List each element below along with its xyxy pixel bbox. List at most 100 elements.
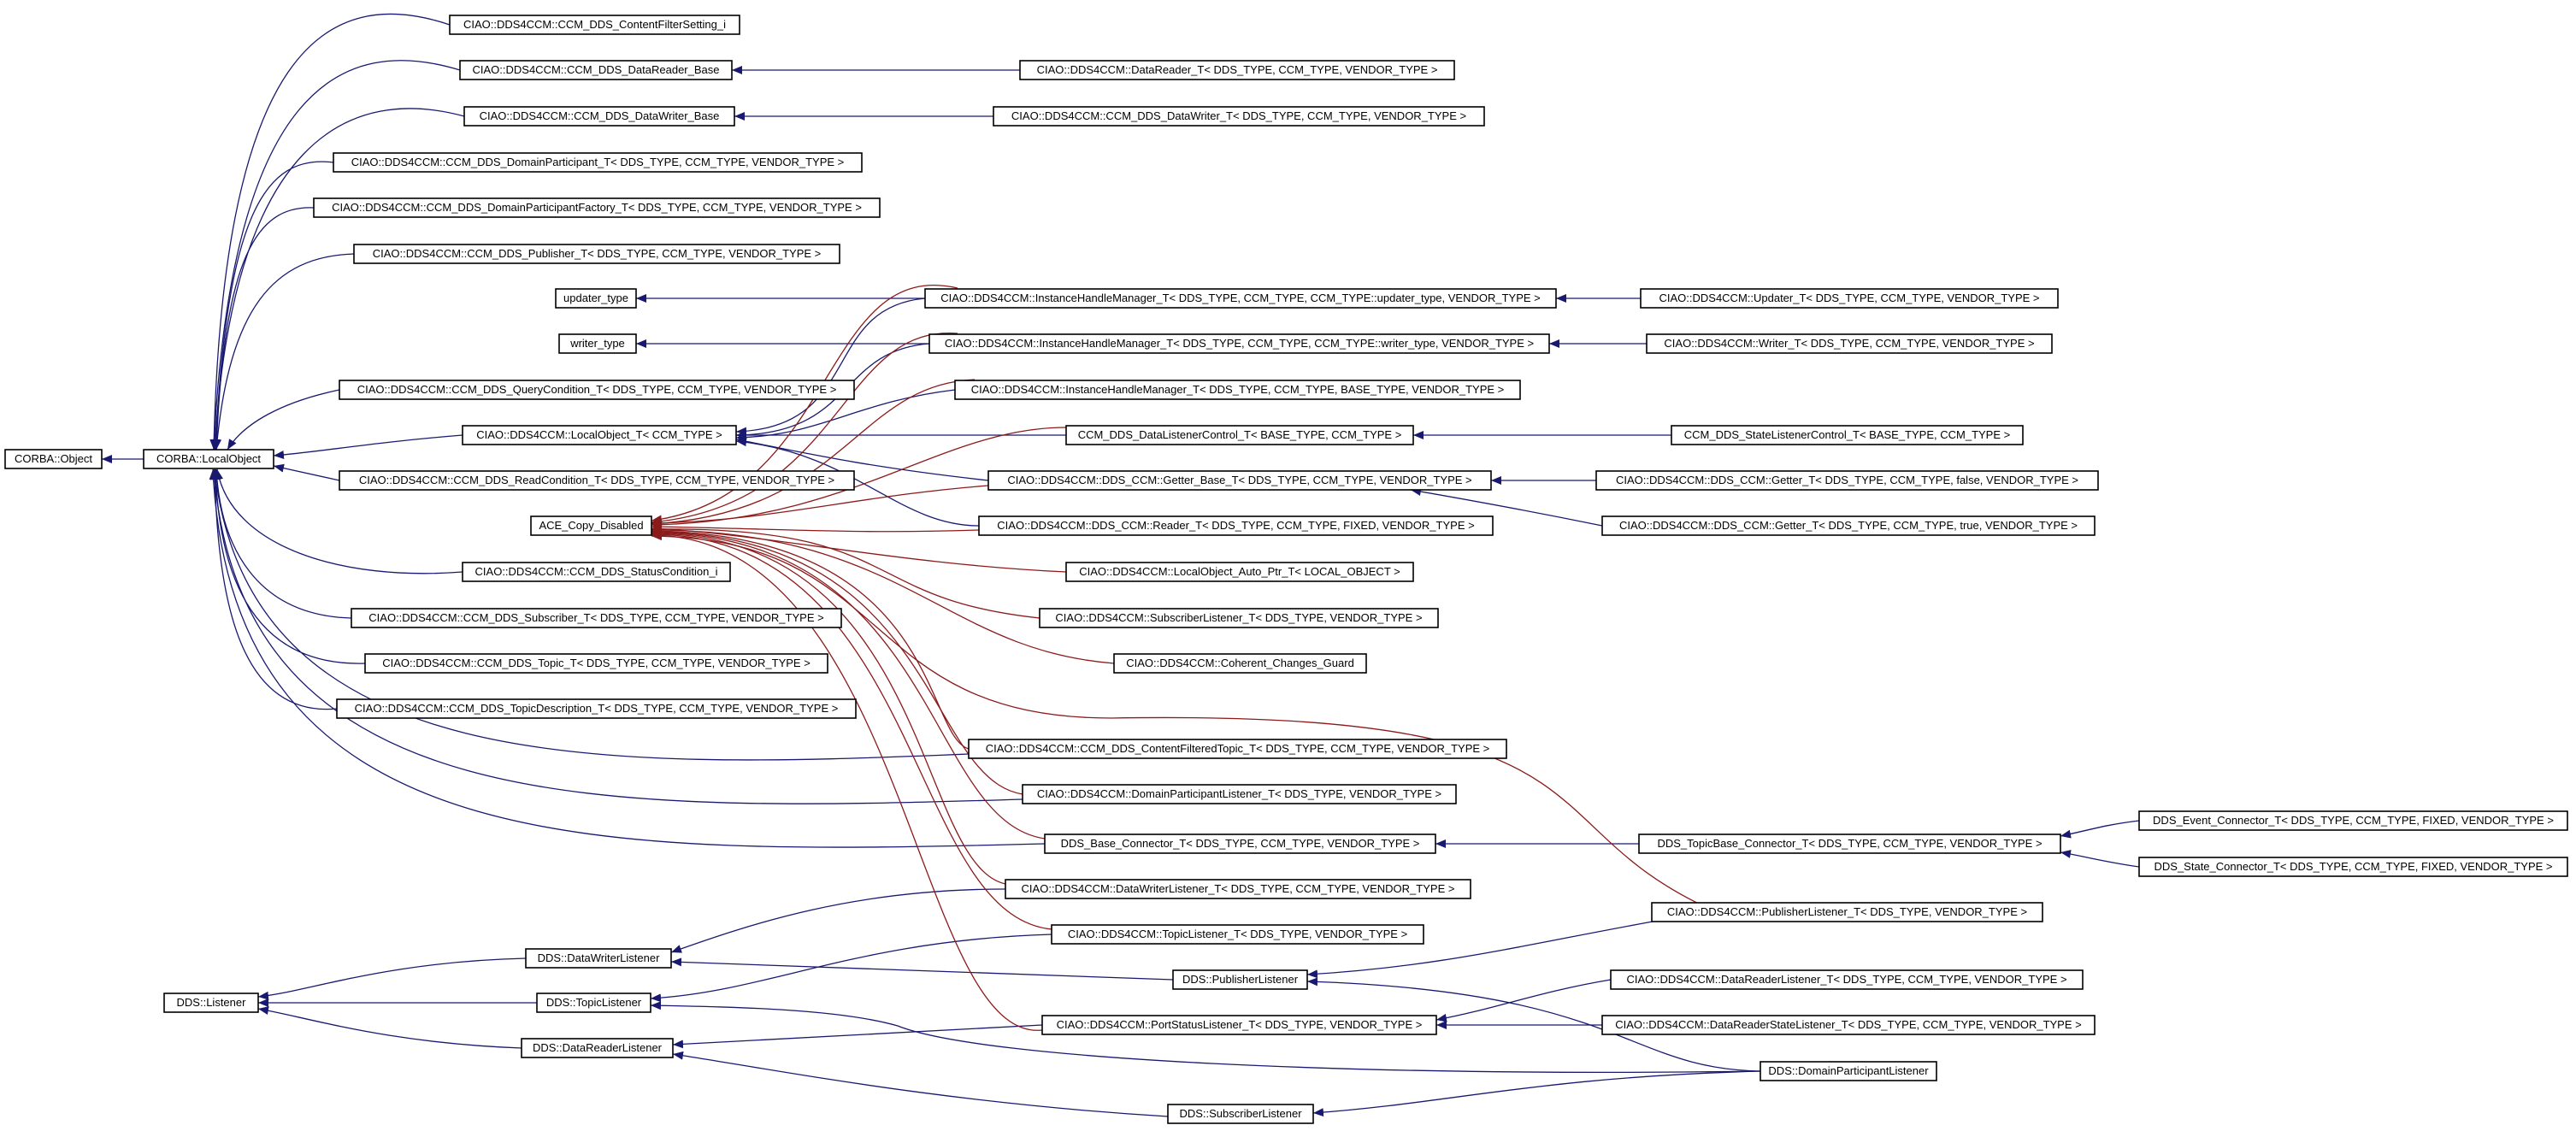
class-node-label: CIAO::DDS4CCM::Coherent_Changes_Guard	[1126, 657, 1354, 669]
edge-statuscondition	[215, 468, 463, 574]
class-node-updater-type[interactable]: updater_type	[555, 288, 637, 309]
class-node-label: CIAO::DDS4CCM::CCM_DDS_DataWriter_Base	[480, 109, 720, 122]
class-node-event-connector[interactable]: DDS_Event_Connector_T< DDS_TYPE, CCM_TYP…	[2138, 810, 2568, 831]
class-node-label: CIAO::DDS4CCM::CCM_DDS_Topic_T< DDS_TYPE…	[382, 657, 811, 669]
edge-contentfiltersetting	[209, 13, 451, 451]
class-node-reader-t[interactable]: CIAO::DDS4CCM::DDS_CCM::Reader_T< DDS_TY…	[978, 515, 1494, 536]
class-node-contentfiltersetting[interactable]: CIAO::DDS4CCM::CCM_DDS_ContentFilterSett…	[449, 15, 740, 35]
class-node-label: updater_type	[563, 292, 628, 304]
edge-subscriber	[212, 468, 352, 619]
class-node-querycondition[interactable]: CIAO::DDS4CCM::CCM_DDS_QueryCondition_T<…	[339, 380, 855, 400]
class-node-label: CIAO::DDS4CCM::Writer_T< DDS_TYPE, CCM_T…	[1664, 337, 2034, 350]
class-node-dds-subscriberlistener[interactable]: DDS::SubscriberListener	[1167, 1104, 1314, 1124]
class-node-datawriterlistener-t[interactable]: CIAO::DDS4CCM::DataWriterListener_T< DDS…	[1005, 879, 1471, 899]
class-node-label: DDS_TopicBase_Connector_T< DDS_TYPE, CCM…	[1657, 837, 2042, 850]
class-node-label: CIAO::DDS4CCM::CCM_DDS_ContentFilterSett…	[463, 18, 726, 31]
class-node-publisher[interactable]: CIAO::DDS4CCM::CCM_DDS_Publisher_T< DDS_…	[353, 244, 840, 264]
edge-datareader-base	[209, 60, 461, 451]
class-node-datawriter-base[interactable]: CIAO::DDS4CCM::CCM_DDS_DataWriter_Base	[463, 106, 735, 127]
class-node-updater-t[interactable]: CIAO::DDS4CCM::Updater_T< DDS_TYPE, CCM_…	[1640, 288, 2059, 309]
class-node-coherent-changes-guard[interactable]: CIAO::DDS4CCM::Coherent_Changes_Guard	[1113, 653, 1367, 674]
class-node-readcondition[interactable]: CIAO::DDS4CCM::CCM_DDS_ReadCondition_T< …	[339, 470, 855, 491]
class-node-datareader-base[interactable]: CIAO::DDS4CCM::CCM_DDS_DataReader_Base	[459, 60, 733, 80]
class-node-statelistenercontrol[interactable]: CCM_DDS_StateListenerControl_T< BASE_TYP…	[1671, 425, 2024, 445]
class-node-getter-true[interactable]: CIAO::DDS4CCM::DDS_CCM::Getter_T< DDS_TY…	[1601, 515, 2096, 536]
class-node-getter-base[interactable]: CIAO::DDS4CCM::DDS_CCM::Getter_Base_T< D…	[987, 470, 1492, 491]
class-node-label: CIAO::DDS4CCM::TopicListener_T< DDS_TYPE…	[1068, 928, 1407, 940]
class-node-ihm-updater[interactable]: CIAO::DDS4CCM::InstanceHandleManager_T< …	[924, 288, 1557, 309]
class-node-label: CORBA::LocalObject	[156, 452, 261, 465]
class-node-label: ACE_Copy_Disabled	[539, 519, 643, 532]
class-node-publisherlistener-t[interactable]: CIAO::DDS4CCM::PublisherListener_T< DDS_…	[1651, 902, 2043, 922]
edge-publisherlistener-t-to-ace	[651, 532, 1707, 908]
class-node-ihm-writer[interactable]: CIAO::DDS4CCM::InstanceHandleManager_T< …	[928, 333, 1550, 354]
class-node-dds-datareaderlistener[interactable]: DDS::DataReaderListener	[521, 1038, 674, 1058]
class-node-label: CIAO::DDS4CCM::Updater_T< DDS_TYPE, CCM_…	[1659, 292, 2039, 304]
edge-reader-to-ace	[651, 522, 980, 533]
class-node-datareader-t[interactable]: CIAO::DDS4CCM::DataReader_T< DDS_TYPE, C…	[1019, 60, 1455, 80]
class-node-label: CIAO::DDS4CCM::CCM_DDS_DataReader_Base	[473, 63, 720, 76]
edge-domainparticipant	[211, 161, 334, 451]
class-node-label: CIAO::DDS4CCM::DDS_CCM::Getter_T< DDS_TY…	[1616, 474, 2078, 486]
class-node-label: CIAO::DDS4CCM::DataReaderStateListener_T…	[1615, 1018, 2081, 1031]
class-node-ace-copy-disabled[interactable]: ACE_Copy_Disabled	[530, 515, 652, 536]
class-node-domainparticipantlistener-t[interactable]: CIAO::DDS4CCM::DomainParticipantListener…	[1022, 784, 1457, 804]
edge-querycondition	[227, 389, 340, 451]
edge-contentfilteredtopic	[211, 468, 970, 761]
class-node-localobject-t[interactable]: CIAO::DDS4CCM::LocalObject_T< CCM_TYPE >	[462, 425, 737, 445]
inheritance-edges	[102, 13, 2140, 1117]
class-node-corba-localobject[interactable]: CORBA::LocalObject	[143, 449, 274, 469]
edge-domainlistener-to-ddstopic	[650, 1001, 1761, 1074]
edge-getterbase-to-ace	[651, 485, 989, 527]
class-node-writer-type[interactable]: writer_type	[558, 333, 637, 354]
edge-datawriter-base	[210, 108, 465, 451]
class-node-ihm-base[interactable]: CIAO::DDS4CCM::InstanceHandleManager_T< …	[954, 380, 1521, 400]
class-node-subscriberlistener-t[interactable]: CIAO::DDS4CCM::SubscriberListener_T< DDS…	[1039, 608, 1439, 628]
edge-datareaderlistener-t-to-portstatus	[1435, 979, 1612, 1022]
edge-coherent-to-ace	[651, 526, 1115, 664]
class-node-datalistenercontrol[interactable]: CCM_DDS_DataListenerControl_T< BASE_TYPE…	[1065, 425, 1414, 445]
class-node-state-connector[interactable]: DDS_State_Connector_T< DDS_TYPE, CCM_TYP…	[2138, 857, 2568, 877]
class-node-dds-domainparticipantlistener[interactable]: DDS::DomainParticipantListener	[1760, 1061, 1937, 1081]
class-node-topiclistener-t[interactable]: CIAO::DDS4CCM::TopicListener_T< DDS_TYPE…	[1051, 924, 1424, 945]
class-node-label: DDS::Listener	[177, 996, 247, 1009]
class-node-label: CIAO::DDS4CCM::DataReader_T< DDS_TYPE, C…	[1037, 63, 1438, 76]
class-node-getter-false[interactable]: CIAO::DDS4CCM::DDS_CCM::Getter_T< DDS_TY…	[1595, 470, 2099, 491]
class-node-label: CIAO::DDS4CCM::CCM_DDS_DataWriter_T< DDS…	[1011, 109, 1466, 122]
edge-subscriberlistener-to-ddsdrl	[672, 1051, 1169, 1117]
class-node-label: DDS::DataWriterListener	[538, 951, 660, 964]
class-node-label: CIAO::DDS4CCM::InstanceHandleManager_T< …	[971, 383, 1505, 396]
class-node-contentfilteredtopic[interactable]: CIAO::DDS4CCM::CCM_DDS_ContentFilteredTo…	[968, 739, 1507, 759]
class-node-label: DDS::DataReaderListener	[533, 1041, 663, 1054]
edge-topicdescription	[210, 468, 338, 710]
class-node-portstatuslistener-t[interactable]: CIAO::DDS4CCM::PortStatusListener_T< DDS…	[1041, 1015, 1437, 1035]
class-node-corba-object[interactable]: CORBA::Object	[4, 449, 103, 469]
class-node-domainparticipant[interactable]: CIAO::DDS4CCM::CCM_DDS_DomainParticipant…	[333, 152, 863, 173]
edge-readcondition	[273, 463, 340, 481]
class-node-localobject-auto-ptr[interactable]: CIAO::DDS4CCM::LocalObject_Auto_Ptr_T< L…	[1065, 562, 1414, 582]
class-node-topicdescription[interactable]: CIAO::DDS4CCM::CCM_DDS_TopicDescription_…	[336, 698, 857, 719]
class-node-dds-datawriterlistener[interactable]: DDS::DataWriterListener	[525, 948, 672, 969]
edge-topiclistener-t-to-ace	[651, 530, 1052, 930]
class-node-datawriter-t[interactable]: CIAO::DDS4CCM::CCM_DDS_DataWriter_T< DDS…	[993, 106, 1485, 127]
class-node-topic[interactable]: CIAO::DDS4CCM::CCM_DDS_Topic_T< DDS_TYPE…	[364, 653, 828, 674]
class-node-datareaderstatelistener-t[interactable]: CIAO::DDS4CCM::DataReaderStateListener_T…	[1601, 1015, 2096, 1035]
edge-dds-base-connector-to-ace	[651, 528, 1046, 839]
class-node-datareaderlistener-t[interactable]: CIAO::DDS4CCM::DataReaderListener_T< DDS…	[1610, 969, 2084, 990]
class-node-dds-base-connector[interactable]: DDS_Base_Connector_T< DDS_TYPE, CCM_TYPE…	[1044, 834, 1436, 854]
class-node-label: CIAO::DDS4CCM::PublisherListener_T< DDS_…	[1667, 905, 2027, 918]
edge-getter-true	[1410, 487, 1603, 527]
class-node-topicbase-connector[interactable]: DDS_TopicBase_Connector_T< DDS_TYPE, CCM…	[1638, 834, 2061, 854]
class-node-writer-t[interactable]: CIAO::DDS4CCM::Writer_T< DDS_TYPE, CCM_T…	[1646, 333, 2053, 354]
class-node-domainparticipantfactory[interactable]: CIAO::DDS4CCM::CCM_DDS_DomainParticipant…	[313, 197, 881, 218]
class-node-subscriber[interactable]: CIAO::DDS4CCM::CCM_DDS_Subscriber_T< DDS…	[351, 608, 842, 628]
class-node-dds-publisherlistener[interactable]: DDS::PublisherListener	[1172, 969, 1308, 990]
class-node-statuscondition[interactable]: CIAO::DDS4CCM::CCM_DDS_StatusCondition_i	[462, 562, 731, 582]
class-node-dds-topiclistener[interactable]: DDS::TopicListener	[536, 993, 651, 1013]
edge-publisherlistener-to-ddsdwl	[670, 957, 1174, 981]
edge-ihm-base-to-ace	[651, 379, 976, 528]
class-node-label: CIAO::DDS4CCM::CCM_DDS_DomainParticipant…	[332, 201, 862, 214]
class-node-dds-listener[interactable]: DDS::Listener	[163, 993, 259, 1013]
